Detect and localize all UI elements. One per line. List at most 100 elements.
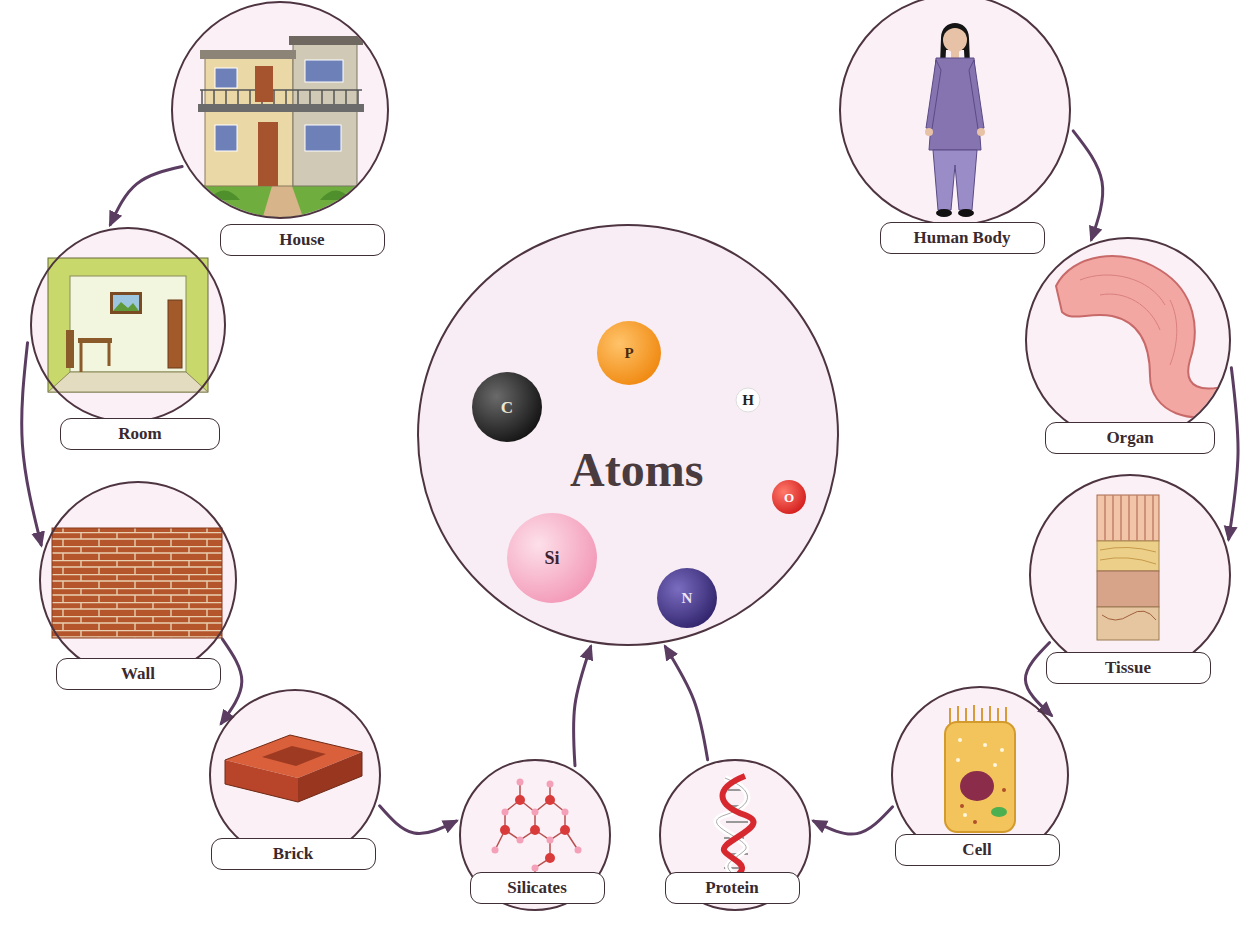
silicate-picture [515, 795, 525, 805]
silicate-picture [500, 825, 510, 835]
circle-grounds [1030, 475, 1230, 675]
room-picture [110, 292, 142, 314]
silicate-picture [562, 809, 569, 816]
brick-picture [225, 735, 362, 802]
concept-circle: Tissue [1030, 475, 1230, 685]
cell-picture [993, 763, 997, 767]
flow-arrow [1229, 368, 1238, 539]
silicate-picture [517, 837, 524, 844]
circle-grounds [31, 228, 225, 422]
circle-label: House [220, 224, 385, 256]
tissue-picture [1100, 547, 1156, 564]
tissue-picture [1097, 495, 1159, 541]
circle-label: Protein [665, 872, 800, 904]
room-picture [70, 276, 186, 372]
cell-picture [1002, 788, 1006, 792]
atom-symbol: P [623, 346, 635, 361]
atom-ball: O [772, 480, 806, 514]
circle-grounds [31, 0, 1230, 910]
circle-outline [840, 0, 1070, 255]
house-picture [262, 186, 304, 220]
person-picture [958, 209, 974, 217]
circle-label: Room [60, 418, 220, 450]
house-picture [200, 90, 362, 104]
cell-picture [983, 743, 987, 747]
circle-grounds [840, 0, 1070, 225]
cell-picture [945, 722, 1015, 832]
house-picture [200, 50, 296, 59]
wall-picture [52, 528, 222, 638]
cell-picture [945, 705, 1015, 832]
person-picture [933, 150, 977, 210]
circle-label: Cell [895, 834, 1060, 866]
circle-outline [40, 482, 236, 678]
house-picture [255, 66, 273, 102]
silicate-picture [545, 795, 555, 805]
person-picture [936, 209, 952, 217]
atom-symbol: Si [543, 549, 561, 567]
silicate-picture [532, 865, 539, 872]
concept-circle: Brick [210, 690, 380, 871]
protein-picture [717, 776, 754, 880]
tissue-picture [1097, 541, 1159, 571]
concept-circle: Wall [40, 482, 236, 691]
house-picture [160, 36, 400, 231]
center-title: Atoms [570, 444, 706, 497]
silicate-picture [517, 779, 524, 786]
house-picture [258, 122, 278, 186]
person-picture [925, 23, 985, 217]
circle-label: Wall [56, 658, 221, 690]
atoms-circle: CPHOSiNAtoms [418, 225, 838, 645]
silicate-picture [560, 825, 570, 835]
house-picture [180, 189, 385, 200]
house-picture [198, 104, 364, 112]
circle-grounds [210, 690, 380, 860]
concept-circle: Protein [660, 760, 810, 910]
flow-arrow [22, 343, 42, 545]
room-picture [168, 300, 182, 368]
wall-picture [52, 528, 222, 638]
brick-picture [225, 735, 362, 802]
circle-outline [418, 225, 838, 645]
circle-grounds [660, 760, 810, 910]
atom-symbol: O [783, 491, 796, 504]
house-picture [215, 125, 237, 151]
circle-grounds [418, 225, 838, 645]
atom-shape [507, 513, 597, 603]
atom-symbol: C [500, 399, 515, 416]
circle-outline [660, 760, 810, 910]
room-picture [78, 338, 112, 343]
concept-circle: Organ [1026, 238, 1230, 455]
flow-arrow [110, 167, 182, 225]
house-picture [205, 58, 293, 186]
concept-circle: House [172, 2, 388, 257]
silicate-picture [495, 782, 578, 885]
concept-circle: Human Body [840, 0, 1070, 255]
brick-picture [225, 760, 298, 802]
cell-picture [960, 804, 964, 808]
circle-label: Silicates [470, 872, 605, 904]
brick-picture [262, 746, 326, 766]
atom-shape [772, 480, 806, 514]
circle-outline [840, 0, 1070, 225]
room-picture [113, 295, 139, 311]
organ-picture [1056, 256, 1232, 417]
room-picture [81, 343, 109, 372]
circle-outline [418, 225, 838, 645]
flow-arrow [665, 647, 707, 760]
concept-circle: Cell [892, 687, 1068, 867]
cell-picture [960, 788, 1006, 824]
cell-picture [960, 771, 994, 801]
atom-symbol: N [681, 591, 694, 606]
atom-ball: Si [507, 513, 597, 603]
concept-circle: Silicates [460, 760, 610, 910]
room-picture [48, 258, 208, 392]
house-picture [305, 60, 343, 82]
person-picture [926, 60, 984, 129]
organ-picture [1080, 275, 1177, 365]
house-picture [289, 36, 363, 45]
room-picture [48, 258, 208, 392]
cell-picture [958, 738, 962, 742]
silicate-picture [545, 853, 555, 863]
